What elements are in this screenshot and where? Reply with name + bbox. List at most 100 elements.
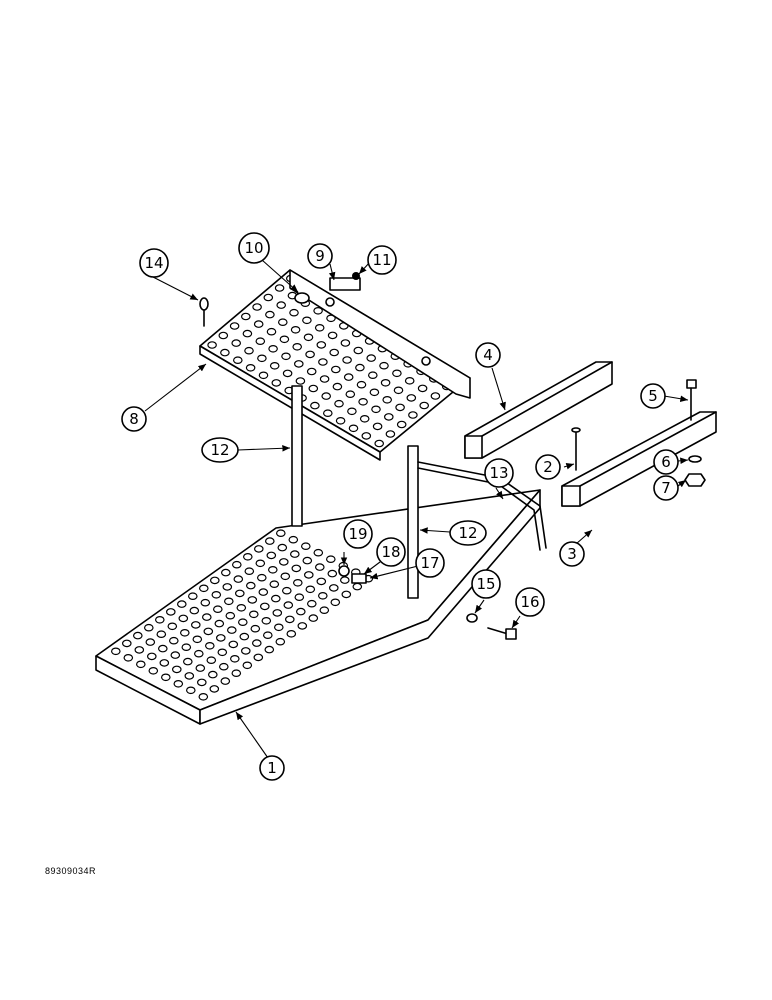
tread-dimple	[343, 373, 354, 381]
callout-7: 7	[653, 475, 679, 501]
tread-dimple	[156, 630, 167, 639]
callout-9: 9	[307, 243, 333, 269]
carriage-bolt	[294, 292, 310, 304]
tread-dimple	[229, 322, 240, 330]
tread-dimple	[242, 329, 253, 338]
tread-dimple	[231, 339, 241, 347]
tread-dimple	[359, 414, 370, 423]
tread-dimple	[177, 600, 187, 608]
tread-dimple	[404, 376, 415, 385]
tread-dimple	[274, 284, 285, 292]
spacer-sleeve	[351, 573, 367, 584]
lock-washer	[688, 455, 702, 463]
tread-dimple	[352, 582, 363, 591]
tread-dimple	[297, 622, 308, 630]
svg-text:15: 15	[476, 575, 495, 593]
tread-dimple	[325, 555, 336, 564]
hex-bolt	[686, 379, 697, 421]
mounting-tube-upper	[464, 361, 613, 459]
tread-dimple	[257, 354, 267, 363]
tread-dimple	[396, 420, 407, 429]
tread-dimple	[265, 310, 275, 319]
tread-dimple	[306, 367, 317, 376]
tread-dimple	[383, 413, 394, 421]
tread-dimple	[275, 529, 286, 538]
tread-dimple	[366, 354, 376, 362]
tread-dimple	[209, 685, 220, 693]
tread-dimple	[188, 592, 198, 601]
tread-dimple	[228, 640, 239, 649]
tread-dimple	[293, 360, 304, 368]
callout-2: 2	[535, 454, 561, 480]
tread-dimple	[330, 365, 341, 374]
tread-dimple	[202, 613, 212, 621]
tread-dimple	[308, 384, 319, 393]
tread-dimple	[255, 337, 266, 346]
tread-dimple	[241, 647, 251, 655]
tread-dimple	[273, 623, 284, 632]
svg-text:7: 7	[661, 479, 671, 497]
tread-dimple	[339, 576, 350, 584]
tread-dimple	[286, 629, 297, 638]
tread-dimple	[169, 636, 179, 645]
tread-dimple	[271, 379, 282, 387]
drawing-code: 89309034R	[45, 866, 97, 876]
tread-dimple	[327, 569, 338, 578]
svg-text:9: 9	[315, 247, 325, 265]
tread-dimple	[379, 361, 389, 370]
tread-dimple	[148, 666, 159, 675]
tread-dimple	[306, 599, 317, 608]
tread-dimple	[230, 654, 240, 663]
tread-dimple	[355, 363, 365, 372]
svg-text:5: 5	[648, 387, 658, 405]
tread-dimple	[284, 615, 295, 624]
tread-dimple	[289, 550, 300, 558]
tread-dimple	[417, 384, 428, 393]
tread-dimple	[221, 568, 231, 577]
tread-dimple	[303, 571, 314, 579]
tread-dimple	[264, 645, 275, 654]
tread-dimple	[282, 369, 293, 378]
tread-dimple	[314, 323, 325, 332]
tread-dimple	[244, 567, 255, 576]
tread-dimple	[310, 401, 320, 410]
tread-dimple	[253, 653, 264, 662]
svg-text:13: 13	[489, 464, 508, 482]
upper-step-platform	[199, 269, 471, 461]
tread-dimple	[191, 621, 201, 629]
tread-dimple	[270, 594, 281, 603]
tread-dimple	[272, 609, 283, 617]
tread-dimple	[207, 341, 217, 349]
callout-8: 8	[121, 406, 147, 432]
tread-dimple	[186, 686, 196, 695]
tread-dimple	[356, 380, 367, 389]
tread-dimple	[253, 320, 264, 328]
tread-dimple	[263, 293, 274, 302]
tread-dimple	[232, 560, 242, 569]
callout-5: 5	[640, 383, 666, 409]
tread-dimple	[243, 552, 253, 561]
callout-16: 16	[515, 587, 545, 617]
svg-text:10: 10	[244, 239, 263, 257]
tread-dimple	[205, 641, 215, 650]
tread-dimple	[279, 335, 290, 344]
tread-dimple	[123, 653, 134, 662]
mounting-bolt	[487, 627, 517, 640]
tread-dimple	[136, 660, 146, 669]
tread-dimple	[247, 596, 258, 604]
tread-dimple	[268, 344, 278, 353]
tread-dimple	[300, 542, 311, 551]
tread-dimple	[316, 341, 327, 349]
tread-dimple	[249, 610, 259, 619]
tread-dimple	[195, 664, 206, 672]
tread-dimple	[239, 632, 250, 641]
tread-dimple	[332, 382, 343, 391]
tread-dimple	[197, 678, 207, 687]
tread-dimple	[319, 606, 330, 615]
callout-3: 3	[559, 541, 585, 567]
tread-dimple	[192, 635, 203, 644]
svg-text:4: 4	[483, 346, 493, 364]
tread-dimple	[267, 565, 278, 574]
tread-dimple	[261, 616, 272, 625]
